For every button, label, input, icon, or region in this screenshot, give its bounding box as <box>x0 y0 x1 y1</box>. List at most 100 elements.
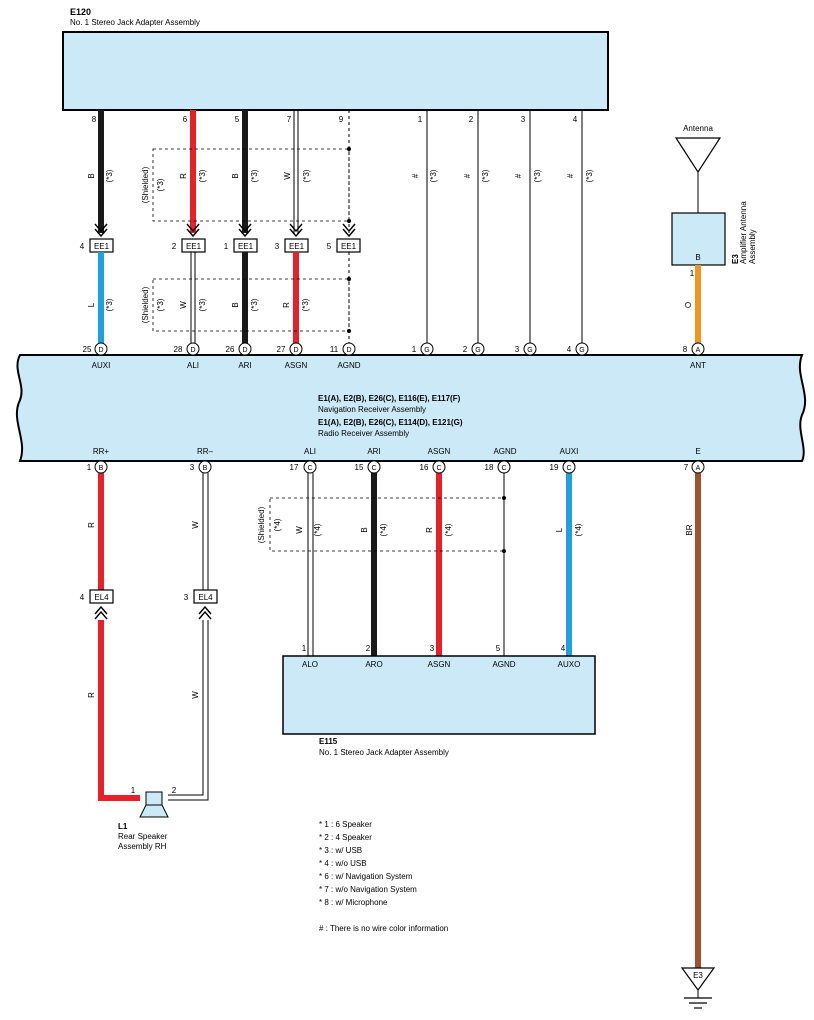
receiver-top-terminal: G 4 <box>567 342 589 356</box>
receiver-top-terminal: G 3 <box>515 342 537 356</box>
wire-note-label: (*3) <box>302 169 311 182</box>
wire-color-label: # <box>514 173 523 178</box>
terminal-num: 15 <box>355 463 364 472</box>
ee1-label: EE1 <box>186 242 202 251</box>
receiver-top-terminal: D 11 AGND <box>330 342 361 370</box>
wire-note-label: (*3) <box>301 298 310 311</box>
footnote: * 3 : w/ USB <box>319 846 362 855</box>
el4-label: EL4 <box>198 593 213 602</box>
pin-number: 1 <box>418 115 423 124</box>
antenna-icon <box>674 137 722 213</box>
wire-color-label: R <box>425 527 434 533</box>
e120-box <box>62 31 609 111</box>
receiver-bottom-terminal: C 17 <box>290 460 317 474</box>
pin-number: 2 <box>469 115 474 124</box>
terminal-num: 7 <box>684 463 689 472</box>
speaker-id: L1 <box>118 822 128 831</box>
e115-id: E115 <box>319 737 338 746</box>
terminal-conn: C <box>371 465 376 472</box>
wire-white-edge <box>168 620 209 801</box>
wire-color-label: BR <box>685 524 694 535</box>
receiver-top-terminal: D 27 ASGN <box>277 342 308 370</box>
speaker-name: Rear Speaker <box>118 832 168 841</box>
shielded-label: (Shielded) <box>257 506 266 543</box>
ee1-connector: EE1 4 <box>80 223 114 253</box>
terminal-num: 2 <box>463 345 468 354</box>
terminal-conn: C <box>501 465 506 472</box>
terminal-conn: G <box>424 347 429 354</box>
wire-color-label: L <box>87 302 96 307</box>
ee1-label: EE1 <box>238 242 254 251</box>
shield-dot <box>502 549 506 553</box>
receiver-box <box>15 354 807 462</box>
speaker-name: Assembly RH <box>118 842 167 851</box>
terminal-num: 3 <box>515 345 520 354</box>
hash-note: # : There is no wire color information <box>319 924 448 933</box>
terminal-name: AUXI <box>560 447 579 456</box>
receiver-top-terminal: D 26 ARI <box>226 342 252 370</box>
shield-box-bottom <box>269 497 505 552</box>
terminal-num: 8 <box>683 345 688 354</box>
ee1-connector: EE1 5 <box>327 223 361 253</box>
receiver-title: E1(A), E2(B), E26(C), E114(D), E121(G) <box>318 418 463 427</box>
speaker-pin: 2 <box>172 786 177 795</box>
e115-pin: 2 <box>366 644 371 653</box>
wire-note-label: (*3) <box>105 169 114 182</box>
wire-note-label: (*3) <box>533 169 542 182</box>
shield-note: (*3) <box>156 298 165 311</box>
pin-number: 9 <box>339 115 344 124</box>
wire-note-label: (*4) <box>379 523 388 536</box>
e115-pin: 3 <box>430 644 435 653</box>
amp-pin-number: 1 <box>690 269 695 278</box>
ground-id: E3 <box>693 971 703 980</box>
terminal-num: 1 <box>87 463 92 472</box>
e115-pin: 5 <box>496 644 501 653</box>
terminal-num: 27 <box>277 345 286 354</box>
terminal-name: ASGN <box>285 361 308 370</box>
terminal-num: 3 <box>190 463 195 472</box>
wire-white <box>168 620 204 796</box>
terminal-name: ASGN <box>428 447 451 456</box>
pin-number: 8 <box>92 115 97 124</box>
shield-dot <box>502 496 506 500</box>
wire-note-label: (*4) <box>444 523 453 536</box>
terminal-name: E <box>695 447 700 456</box>
receiver-name: Radio Receiver Assembly <box>318 429 409 438</box>
speaker-pin: 1 <box>131 786 136 795</box>
receiver-top-terminal: D 25 AUXI <box>83 342 110 370</box>
e115-pin-name: AGND <box>492 660 515 669</box>
footnote: * 2 : 4 Speaker <box>319 833 372 842</box>
pin-number: 6 <box>183 115 188 124</box>
terminal-name: ARI <box>367 447 380 456</box>
wire-note-label: (*3) <box>198 169 207 182</box>
e115-name: No. 1 Stereo Jack Adapter Assembly <box>319 748 449 757</box>
amp-pin-label: B <box>695 253 700 262</box>
footnote: * 4 : w/o USB <box>319 859 367 868</box>
wire-color-label: W <box>179 301 188 309</box>
pin-number: 7 <box>287 115 292 124</box>
wire-color-label: # <box>463 173 472 178</box>
wire-note-label: (*3) <box>481 169 490 182</box>
terminal-conn: G <box>527 347 532 354</box>
wire-color-label: B <box>87 173 96 178</box>
shielded-label: (Shielded) <box>141 286 150 323</box>
receiver-top-terminal: G 2 <box>463 342 485 356</box>
pin-number: 5 <box>235 115 240 124</box>
terminal-name: ALI <box>304 447 316 456</box>
terminal-conn: C <box>436 465 441 472</box>
shield-dot <box>347 219 351 223</box>
receiver-title: E1(A), E2(B), E26(C), E116(E), E117(F) <box>318 394 461 403</box>
ee1-connector: EE1 3 <box>275 223 309 253</box>
ee1-pin: 1 <box>224 242 229 251</box>
el4-label: EL4 <box>94 593 109 602</box>
shielded-label: (Shielded) <box>141 166 150 203</box>
ee1-pin: 3 <box>275 242 280 251</box>
ee1-label: EE1 <box>94 242 110 251</box>
terminal-conn: C <box>307 465 312 472</box>
terminal-name: RR– <box>197 447 214 456</box>
pin-number: 4 <box>573 115 578 124</box>
wire-color-label: W <box>295 526 304 534</box>
el4-pin: 3 <box>184 593 189 602</box>
antenna-label: Antenna <box>683 124 713 133</box>
terminal-conn: A <box>696 347 701 354</box>
